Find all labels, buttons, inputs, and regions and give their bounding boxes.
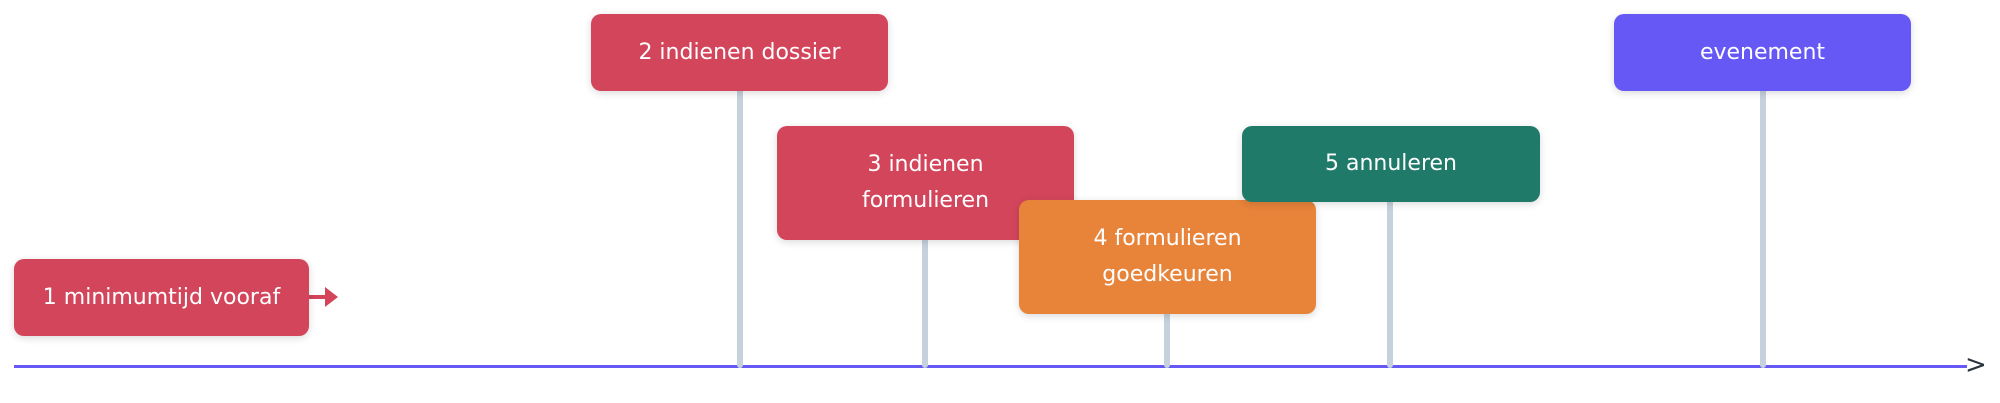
event-label: 1 minimumtijd vooraf (42, 284, 281, 310)
stem-3 (922, 236, 928, 368)
lead-arrow-line (308, 295, 330, 299)
stem-evenement (1760, 88, 1766, 368)
stem-2 (737, 88, 743, 368)
event-label: 5 annuleren (1325, 151, 1457, 176)
stem-5 (1387, 198, 1393, 368)
event-label: evenement (1699, 39, 1826, 65)
event-5-annuleren[interactable]: 5 annuleren (1242, 126, 1540, 202)
event-1-minimumtijd-vooraf[interactable]: 1 minimumtijd vooraf (14, 259, 309, 336)
axis-arrow-icon: > (1965, 350, 1987, 380)
event-4-formulieren-goedkeuren[interactable]: 4 formulieren goedkeuren (1019, 200, 1316, 314)
stem-4 (1164, 310, 1170, 368)
timeline-axis (14, 365, 1967, 368)
event-label: 3 indienen formulieren (861, 152, 990, 213)
event-label: 2 indienen dossier (638, 39, 841, 65)
event-label: 4 formulieren goedkeuren (1093, 226, 1242, 287)
event-evenement[interactable]: evenement (1614, 14, 1911, 91)
event-2-indienen-dossier[interactable]: 2 indienen dossier (591, 14, 888, 91)
arrow-right-icon (325, 287, 338, 307)
